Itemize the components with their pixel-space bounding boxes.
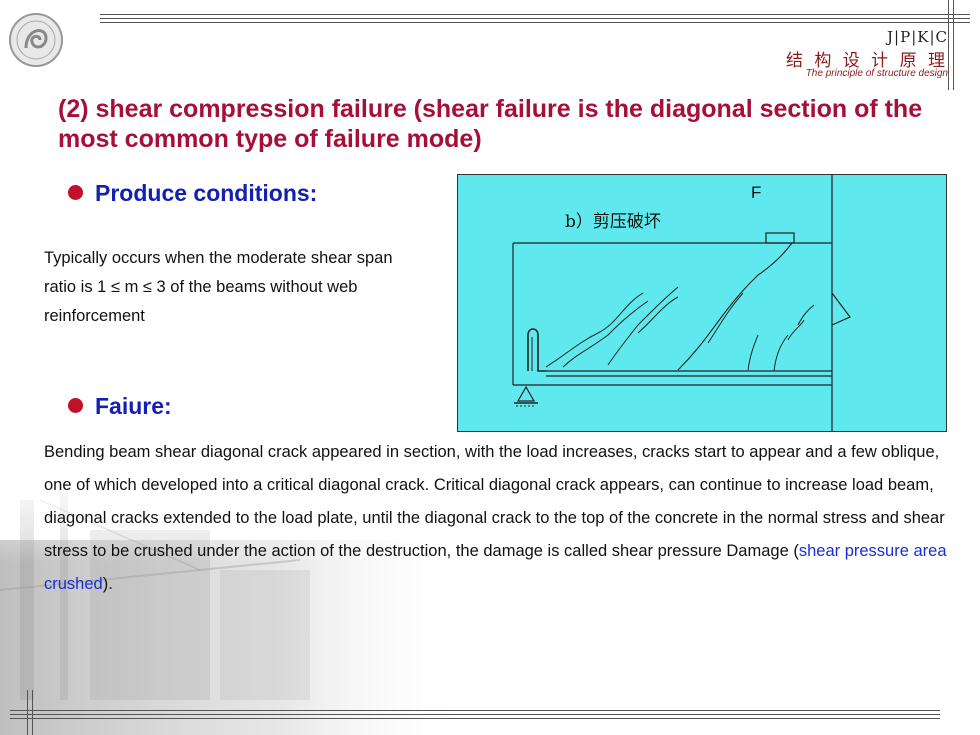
bullet-dot-icon (68, 185, 83, 201)
conditions-heading-text: Produce conditions: (95, 180, 318, 206)
brand-latin: J|P|K|C (887, 28, 948, 46)
failure-text-main: Bending beam shear diagonal crack appear… (44, 443, 945, 560)
conditions-text: Typically occurs when the moderate shear… (44, 249, 393, 325)
failure-paragraph: Bending beam shear diagonal crack appear… (44, 436, 954, 601)
bottom-rule-2 (10, 714, 940, 715)
top-rule-1 (100, 14, 970, 15)
conditions-heading: Produce conditions: (68, 180, 317, 207)
slide-title: (2) shear compression failure (shear fai… (58, 95, 923, 153)
top-rule-3 (100, 22, 970, 23)
background-photo (0, 470, 470, 735)
right-vertical-rule-2 (953, 0, 954, 90)
beam-drawing (512, 175, 851, 431)
top-rule-2 (100, 18, 970, 19)
left-vertical-rule-2 (32, 690, 33, 735)
bottom-rule-3 (10, 718, 940, 719)
university-logo-icon (9, 13, 63, 67)
diagram-caption: b）剪压破坏 (565, 212, 661, 232)
bottom-rule-1 (10, 710, 940, 711)
failure-text-highlight: shear pressure area crushed (44, 542, 947, 593)
brand-chinese: 结 构 设 计 原 理 (785, 51, 948, 71)
failure-heading: Faiure: (68, 393, 172, 420)
failure-text-end: ). (102, 575, 113, 593)
shear-compression-diagram: F b）剪压破坏 (457, 174, 947, 432)
right-vertical-rule (948, 0, 949, 90)
left-vertical-rule (27, 690, 28, 735)
course-brand: J|P|K|C 结 构 设 计 原 理 The principle of str… (768, 28, 948, 88)
brand-subtitle: The principle of structure design (805, 68, 948, 79)
failure-heading-text: Faiure: (95, 393, 172, 419)
bullet-dot-icon (68, 398, 83, 414)
load-label: F (751, 183, 762, 202)
